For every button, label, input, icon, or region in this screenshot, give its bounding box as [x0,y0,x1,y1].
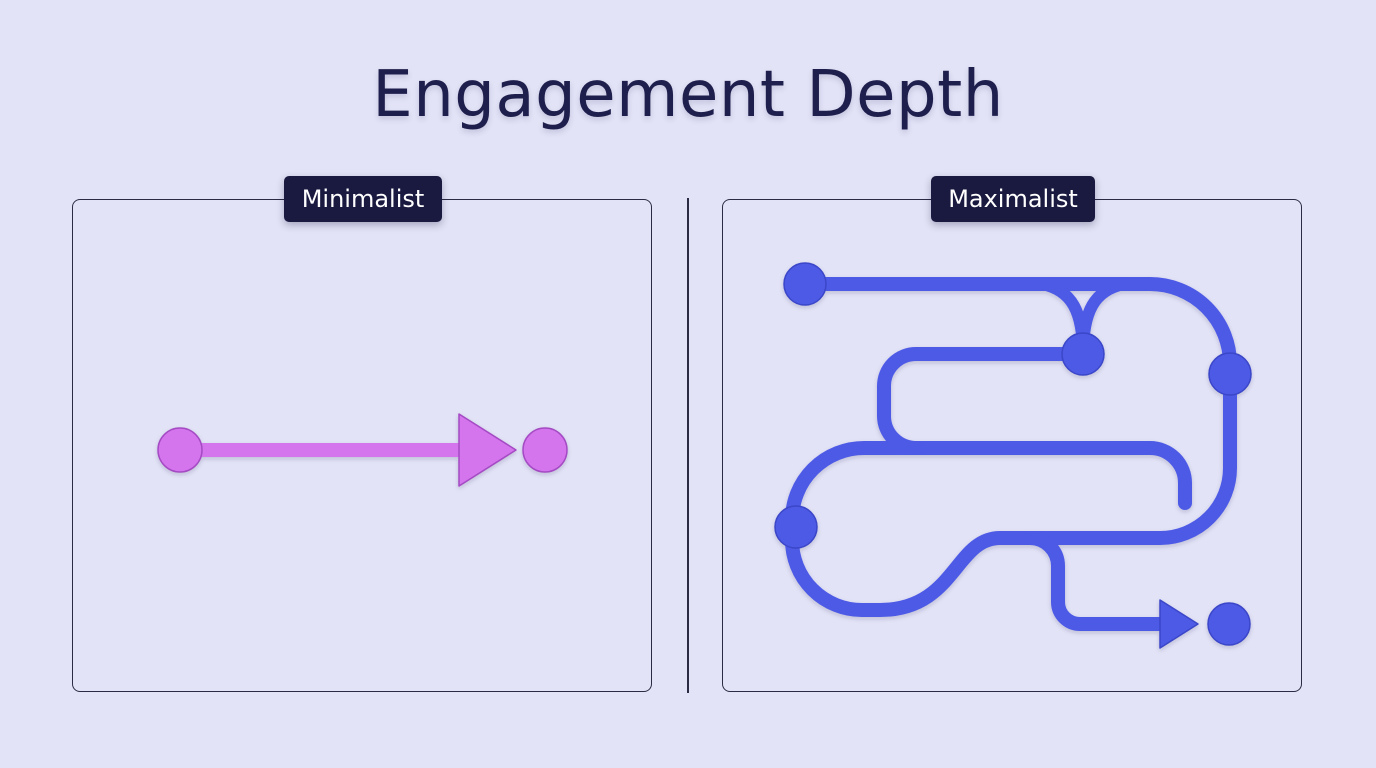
minimalist-end-node [522,427,568,473]
maximalist-start-node [783,262,827,306]
maximalist-path [774,262,1252,649]
maximalist-node-left [774,505,818,549]
maximalist-panel: Maximalist [722,176,1302,692]
page-title: Engagement Depth [372,58,1004,132]
maximalist-node-branch [1061,332,1105,376]
minimalist-start-node [157,427,203,473]
maximalist-arrowhead [1159,599,1199,649]
maximalist-loop-path [877,347,1090,455]
minimalist-arrowhead [458,413,517,487]
maximalist-main-path [785,277,1237,617]
minimalist-label: Minimalist [284,176,442,222]
minimalist-path [157,413,568,487]
minimalist-panel: Minimalist [72,176,652,692]
maximalist-node-right [1208,352,1252,396]
maximalist-end-node [1207,602,1251,646]
maximalist-label: Maximalist [931,176,1095,222]
maximalist-tail-path [1023,531,1175,631]
panel-divider [687,198,689,693]
